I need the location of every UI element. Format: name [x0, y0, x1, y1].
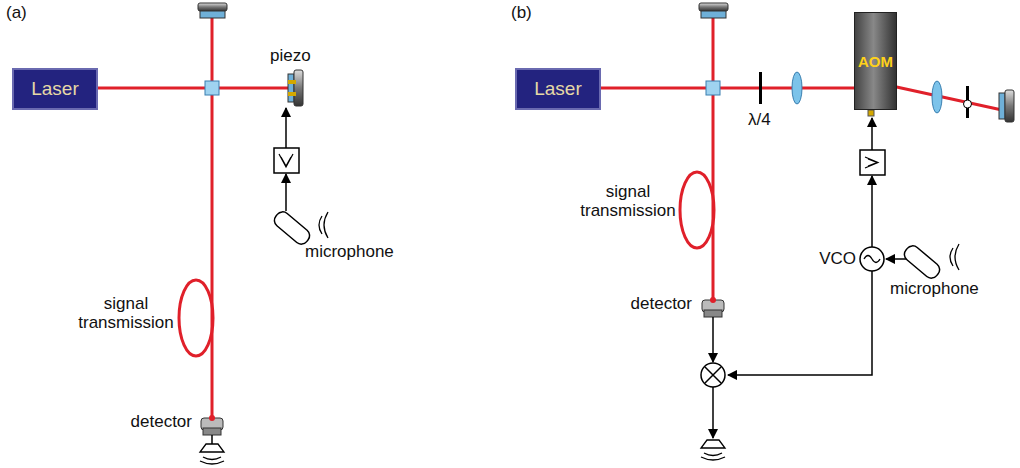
piezo-mirror	[288, 70, 303, 106]
wire	[871, 176, 873, 247]
beam-splitter	[205, 81, 219, 95]
part-label: signal transmission	[72, 294, 180, 332]
wire	[728, 271, 872, 375]
mirror-top-b	[699, 3, 728, 18]
sound-waves	[319, 212, 328, 238]
part-label: signal transmission	[574, 182, 682, 220]
amplifier	[274, 148, 299, 173]
wire	[211, 435, 213, 444]
laser-box: Laser	[12, 68, 98, 110]
amplifier	[860, 150, 885, 175]
wire	[285, 108, 287, 148]
microphone-symbol	[902, 243, 943, 281]
wire	[712, 387, 714, 438]
lens	[792, 72, 802, 104]
wire	[285, 174, 287, 211]
part-label: detector	[610, 294, 692, 313]
wire	[871, 118, 873, 150]
part-label: λ/4	[748, 110, 798, 129]
part-label: VCO	[806, 249, 856, 268]
detector-b	[702, 297, 724, 317]
speaker-b	[701, 440, 725, 460]
panel-label: (b)	[511, 3, 551, 22]
beam-a	[97, 18, 288, 418]
part-label: detector	[112, 412, 192, 431]
aperture	[964, 86, 972, 118]
beam-splitter	[706, 81, 720, 95]
wire	[886, 258, 908, 260]
waveplate	[759, 72, 762, 104]
node-text: AOM	[858, 53, 893, 70]
part-label: microphone	[305, 242, 415, 261]
node-text: Laser	[31, 78, 79, 100]
detector-a	[201, 415, 223, 435]
microphone-symbol	[272, 209, 313, 247]
part-label: microphone	[890, 279, 1000, 298]
node-text: Laser	[534, 78, 582, 100]
aom-box: AOM	[854, 12, 897, 110]
mirror-end-b	[999, 90, 1014, 122]
lens	[932, 81, 942, 113]
oscillator-symbol	[860, 247, 884, 271]
part-label: piezo	[270, 46, 330, 65]
speaker-a	[200, 444, 224, 464]
laser-box: Laser	[515, 68, 601, 110]
beam-b	[600, 18, 1002, 300]
wire	[712, 317, 714, 362]
mixer-symbol	[701, 363, 725, 387]
panel-label: (a)	[6, 3, 46, 22]
mirror-top-a	[198, 3, 227, 18]
sound-waves	[950, 244, 959, 270]
aom-connector	[868, 110, 874, 116]
